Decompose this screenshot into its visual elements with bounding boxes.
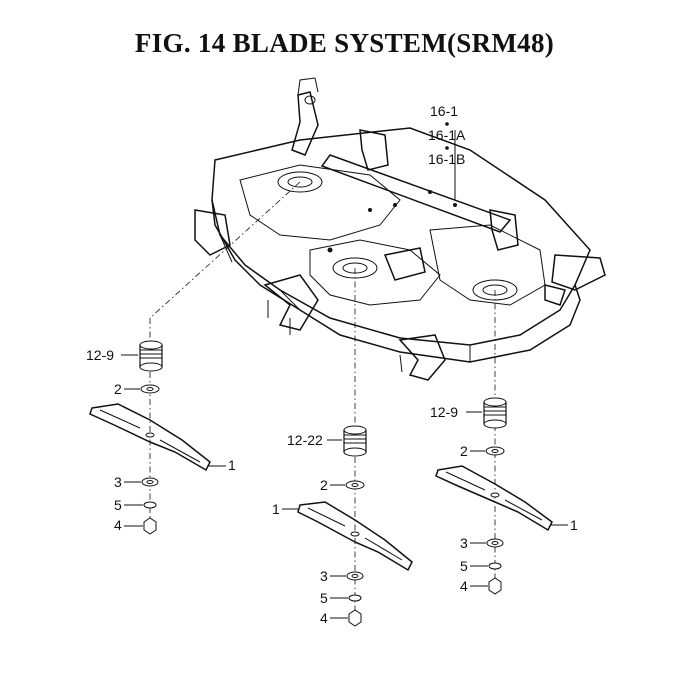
- right-lock-washer-label: 5: [460, 558, 468, 574]
- right-blade-label: 1: [570, 517, 578, 533]
- rear-mount-lug: [398, 334, 446, 381]
- rear-bracket-left: [359, 129, 389, 171]
- left-nut: [143, 517, 157, 535]
- right-side-bracket: [551, 254, 606, 291]
- label-16-1: 16-1: [430, 103, 458, 119]
- right-blade-stack: 12-9 2 1 3 5 4: [430, 397, 578, 595]
- right-lower-washer-label: 3: [460, 535, 468, 551]
- left-blade-stack: 12-9 2 1 3 5 4: [86, 340, 236, 535]
- mower-deck: [194, 77, 606, 381]
- left-lock-washer: [143, 501, 157, 509]
- rear-bracket-right: [489, 209, 519, 251]
- left-spindle-boss: [277, 171, 323, 193]
- left-spindle-label: 12-9: [86, 347, 114, 363]
- center-washer-label: 2: [320, 477, 328, 493]
- left-spindle: [139, 340, 163, 372]
- left-side-bracket: [194, 209, 231, 256]
- center-nut-label: 4: [320, 610, 328, 626]
- left-blade-label: 1: [228, 457, 236, 473]
- left-washer-label: 2: [114, 381, 122, 397]
- label-16-1b: 16-1B: [428, 151, 465, 167]
- center-blade-label: 1: [272, 501, 280, 517]
- center-lock-washer-label: 5: [320, 590, 328, 606]
- left-lock-washer-label: 5: [114, 497, 122, 513]
- belt-cover-rail: [320, 154, 512, 233]
- front-mount-lug: [263, 274, 319, 331]
- right-spindle-label: 12-9: [430, 404, 458, 420]
- center-nut: [348, 609, 362, 627]
- figure-title: FIG. 14 BLADE SYSTEM(SRM48): [134, 28, 555, 58]
- right-nut: [488, 577, 502, 595]
- right-blade: [435, 465, 553, 532]
- center-spindle: [343, 425, 367, 457]
- deck-part-labels: 16-1 16-1A 16-1B: [428, 103, 466, 167]
- center-blade-stack: 12-22 2 1 3 5 4: [272, 425, 413, 627]
- idler-plate: [383, 247, 426, 281]
- center-lines: [149, 130, 496, 620]
- left-blade: [89, 403, 211, 472]
- right-washer-label: 2: [460, 443, 468, 459]
- center-spindle-label: 12-22: [287, 432, 323, 448]
- center-blade: [297, 501, 413, 572]
- right-lock-washer: [488, 562, 502, 570]
- front-hitch: [291, 91, 319, 156]
- left-nut-label: 4: [114, 517, 122, 533]
- left-lower-washer-label: 3: [114, 474, 122, 490]
- center-lower-washer-label: 3: [320, 568, 328, 584]
- label-16-1a: 16-1A: [428, 127, 466, 143]
- right-spindle: [483, 397, 507, 429]
- right-nut-label: 4: [460, 578, 468, 594]
- center-lock-washer: [348, 594, 362, 602]
